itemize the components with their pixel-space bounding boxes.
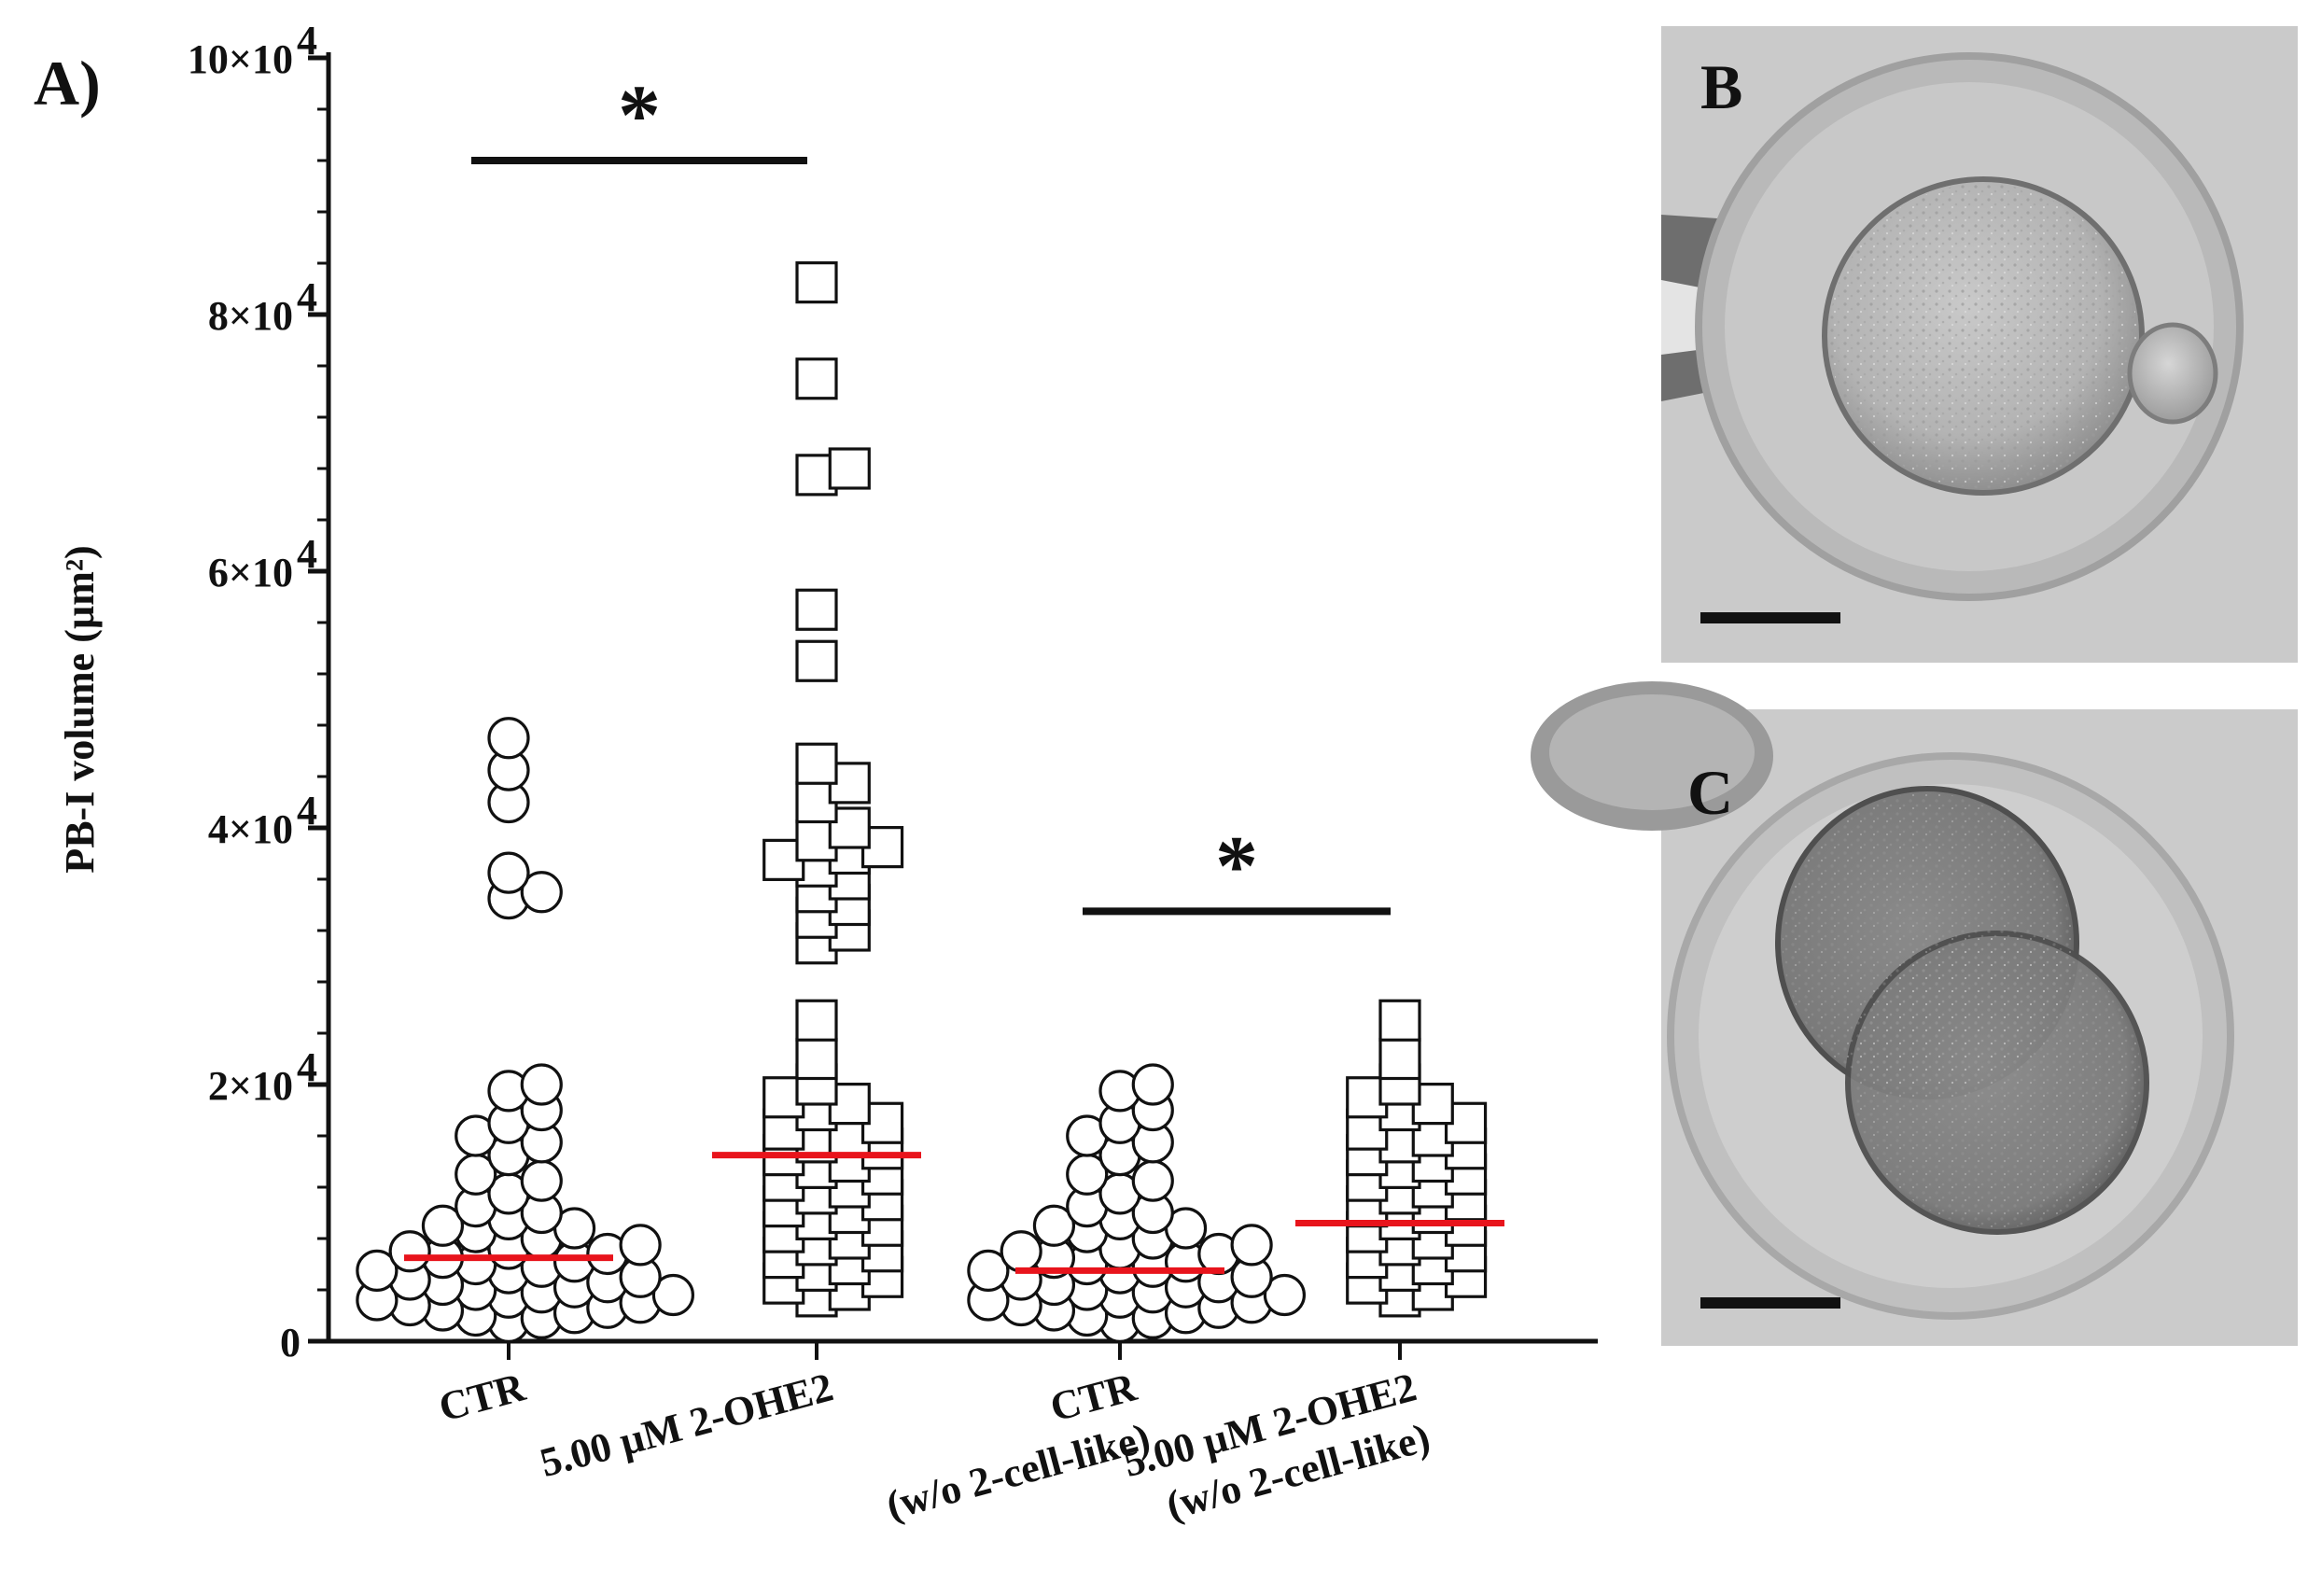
y-tick-label: 6×10: [208, 550, 293, 595]
data-point-circle: [651, 1273, 695, 1317]
data-point-square: [795, 1037, 838, 1081]
data-point-square: [795, 742, 838, 785]
y-tick-label: 4×10: [208, 806, 293, 852]
panel-label-a: A): [34, 48, 101, 119]
y-tick-exponent: 4: [297, 1044, 317, 1090]
data-points: [356, 261, 1488, 1343]
significance-star: *: [618, 67, 661, 162]
data-point-circle: [1131, 1063, 1174, 1106]
data-point-circle: [1032, 1204, 1076, 1247]
y-tick-label: 10×10: [188, 36, 293, 82]
oocyte-with-polar-body-photo: B: [1661, 26, 2298, 663]
data-point-square: [795, 639, 838, 682]
data-point-circle: [520, 871, 563, 914]
data-point-square: [795, 999, 838, 1042]
category-label: CTR(w/o 2-cell-like): [882, 1364, 1154, 1529]
mean-lines: [404, 1152, 1504, 1274]
x-axis: [329, 1338, 1598, 1360]
data-point-square: [1378, 999, 1421, 1042]
significance-star: *: [1215, 818, 1258, 913]
data-point-circle: [487, 717, 530, 760]
data-point-circle: [1263, 1273, 1307, 1317]
data-point-square: [795, 261, 838, 304]
data-point-circle: [421, 1204, 465, 1247]
data-point-square: [828, 447, 871, 490]
data-point-circle: [619, 1224, 662, 1267]
y-tick-label: 2×10: [208, 1063, 293, 1109]
category-label: CTR: [434, 1364, 531, 1431]
category-label: 5.00 µM 2-OHE2(w/o 2-cell-like): [1119, 1364, 1435, 1528]
data-point-square: [1378, 1037, 1421, 1081]
data-point-circle: [520, 1159, 563, 1202]
y-tick-exponent: 4: [297, 788, 317, 833]
data-point-circle: [1131, 1159, 1174, 1202]
y-axis-label: PB-I volume (µm²): [57, 545, 103, 873]
two-cell-like-embryo-photo: C: [1531, 681, 2298, 1346]
significance-markers: **: [471, 67, 1391, 916]
category-label-line: (w/o 2-cell-like): [882, 1414, 1154, 1528]
y-tick-label: 8×10: [208, 293, 293, 339]
y-tick-exponent: 4: [297, 274, 317, 320]
data-point-circle: [388, 1230, 431, 1273]
data-point-circle: [356, 1249, 399, 1292]
data-point-circle: [1230, 1224, 1273, 1267]
data-point-circle: [487, 851, 530, 894]
category-label-line: CTR: [434, 1364, 531, 1431]
category-label-line: 5.00 µM 2-OHE2: [536, 1364, 838, 1486]
y-tick-label: 0: [280, 1320, 301, 1365]
data-point-square: [795, 588, 838, 631]
category-label: 5.00 µM 2-OHE2: [536, 1364, 838, 1486]
data-point-circle: [1000, 1230, 1042, 1273]
data-point-circle: [967, 1249, 1010, 1292]
data-point-square: [795, 357, 838, 400]
y-tick-exponent: 4: [297, 18, 317, 63]
panel-label-b: B: [1700, 51, 1742, 122]
panel-label-c: C: [1687, 757, 1733, 828]
y-tick-exponent: 4: [297, 531, 317, 577]
data-point-circle: [520, 1063, 563, 1106]
